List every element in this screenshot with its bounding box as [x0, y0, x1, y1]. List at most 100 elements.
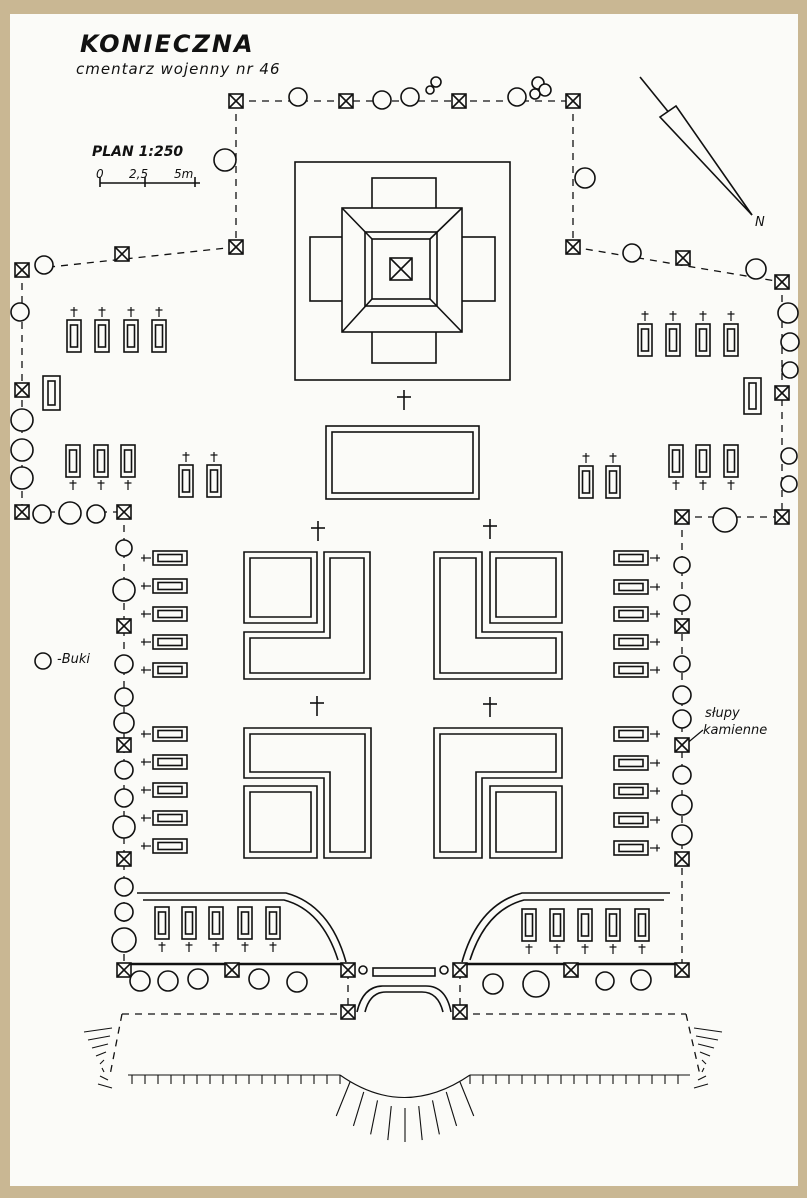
stone-pillar-icon: [116, 962, 132, 978]
fence-line: [109, 1013, 123, 1076]
slope-hachure: [87, 1035, 111, 1041]
tree-icon: [114, 760, 134, 780]
grave-icon: [743, 377, 762, 415]
tree-icon: [114, 877, 134, 897]
grave-icon: [151, 319, 167, 353]
tree-icon: [157, 970, 179, 992]
tree-icon: [522, 970, 550, 998]
grave-icon: [613, 662, 649, 678]
stone-pillar-icon: [674, 962, 690, 978]
grave-icon: [152, 606, 188, 622]
stone-pillar-icon: [116, 737, 132, 753]
grave-icon: [157, 581, 183, 591]
tomb-block: [433, 727, 563, 859]
tree-icon: [595, 971, 615, 991]
stone-pillar-icon: [565, 93, 581, 109]
stone-pillar-icon: [116, 504, 132, 520]
slope-hachure: [83, 1027, 113, 1033]
tree-icon: [10, 438, 34, 462]
slope-hachure: [99, 1075, 109, 1081]
tree-icon: [114, 654, 134, 674]
tomb-block: [495, 557, 557, 618]
grave-icon: [580, 913, 590, 937]
tree-icon: [58, 501, 82, 525]
grave-icon: [618, 637, 644, 647]
slope-hachure: [693, 1083, 709, 1089]
tree-icon: [286, 971, 308, 993]
stone-pillar-icon: [116, 618, 132, 634]
grave-icon: [634, 908, 650, 942]
plan-ink: [10, 76, 800, 1142]
grave-icon: [618, 758, 644, 768]
grave-icon: [157, 813, 183, 823]
grave-icon: [726, 449, 736, 473]
tree-icon: [112, 815, 136, 839]
stone-pillar-icon: [774, 274, 790, 290]
page-title: KONIECZNA: [80, 30, 255, 58]
tree-icon: [672, 685, 692, 705]
grave-icon: [123, 319, 139, 353]
grave-icon: [613, 579, 649, 595]
tree-icon: [430, 76, 442, 88]
grave-icon: [698, 449, 708, 473]
tree-icon: [673, 556, 691, 574]
tomb-block: [249, 557, 312, 618]
grave-icon: [618, 553, 644, 563]
grave-icon: [618, 609, 644, 619]
tree-icon: [671, 824, 693, 846]
tree-icon: [425, 85, 435, 95]
slope-hachure: [701, 1059, 707, 1065]
grave-icon: [637, 323, 653, 357]
grave-icon: [181, 906, 197, 940]
stone-pillar-icon: [14, 504, 30, 520]
grave-icon: [581, 470, 591, 494]
tree-icon: [213, 148, 237, 172]
slope-hachure: [95, 1051, 107, 1057]
grave-icon: [613, 812, 649, 828]
grave-icon: [668, 444, 684, 478]
grave-icon: [154, 906, 170, 940]
tree-icon: [32, 504, 52, 524]
stone-pillar-icon: [563, 962, 579, 978]
tree-icon: [529, 88, 541, 100]
scale-tick-label: 0: [96, 167, 104, 181]
tree-icon: [34, 255, 54, 275]
grave-icon: [42, 375, 61, 411]
tree-icon: [111, 927, 137, 953]
tomb-block: [249, 791, 312, 853]
stone-pillar-icon: [228, 93, 244, 109]
tree-icon: [777, 302, 799, 324]
grave-icon: [157, 553, 183, 563]
grave-icon: [68, 449, 78, 473]
slope-hachure: [459, 1081, 475, 1117]
stone-pillar-icon: [452, 1004, 468, 1020]
tree-icon: [10, 466, 34, 490]
grave-icon: [240, 911, 250, 935]
stone-pillar-icon: [774, 509, 790, 525]
grave-icon: [618, 665, 644, 675]
tomb-block: [243, 727, 372, 859]
slope-hachure: [701, 1067, 705, 1073]
stone-pillar-icon: [224, 962, 240, 978]
grave-icon: [152, 578, 188, 594]
grave-icon: [521, 908, 537, 942]
stone-pillar-icon: [451, 93, 467, 109]
grave-icon: [123, 449, 133, 473]
grave-icon: [613, 634, 649, 650]
grave-icon: [157, 911, 167, 935]
grave-icon: [613, 783, 649, 799]
grave-icon: [723, 444, 739, 478]
stone-pillar-icon: [14, 382, 30, 398]
grave-icon: [695, 323, 711, 357]
stone-pillar-icon: [674, 509, 690, 525]
grave-icon: [726, 328, 736, 352]
grave-icon: [552, 913, 562, 937]
tree-icon: [780, 447, 798, 465]
grave-icon: [154, 324, 164, 348]
legend-pillars-label: słupy: [705, 706, 740, 721]
tree-icon: [187, 968, 209, 990]
slope-hachure: [431, 1100, 440, 1135]
tree-icon: [780, 475, 798, 493]
grave-icon: [126, 324, 136, 348]
tomb-block: [249, 733, 366, 853]
